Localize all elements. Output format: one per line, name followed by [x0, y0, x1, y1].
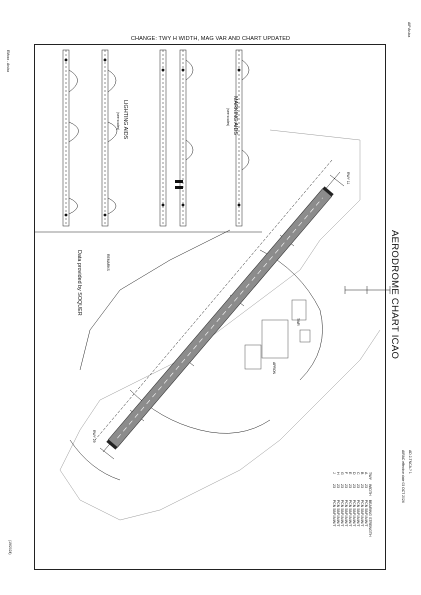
table-cell: PCN 58/F/A/W/T	[356, 499, 360, 527]
lighting-aids-sub: (see scales)	[116, 112, 120, 131]
twr-label: TWR	[296, 318, 300, 326]
table-cell: PCN 58/F/A/W/T	[352, 499, 356, 527]
table-cell: J	[332, 472, 336, 474]
table-cell: PCN 58/F/A/W/T	[340, 499, 344, 527]
chart-title: AERODROME CHART ICAO	[389, 230, 400, 360]
table-cell: PCN 58/F/A/W/T	[360, 499, 364, 527]
table-cell: B	[360, 472, 364, 475]
lighting-aids-title: LIGHTING AIDS	[122, 100, 128, 140]
table-cell: F	[344, 472, 348, 475]
apron-label: APRON	[272, 362, 276, 375]
table-header: TWY	[368, 472, 372, 480]
table-header: BEARING STRENGTH	[368, 499, 372, 537]
change-note: CHANGE: TWY H WIDTH, MAG VAR AND CHART U…	[130, 36, 291, 42]
marking-aids-title: MARKING AIDS	[232, 96, 238, 135]
table-cell: PCN 58/F/A/W/T	[344, 499, 348, 527]
table-cell: 23	[344, 483, 348, 488]
table-cell: 23	[332, 483, 336, 488]
table-cell: 23	[360, 483, 364, 488]
table-cell: G	[340, 472, 344, 475]
table-cell: E	[348, 472, 352, 475]
table-cell: PCN 58/F/A/W/T	[332, 499, 336, 527]
table-cell: H	[336, 472, 340, 475]
table-cell: 23	[348, 483, 352, 488]
table-cell: 23	[336, 483, 340, 488]
table-cell: 23	[340, 483, 344, 488]
table-cell: PCN 58/F/A/W/T	[348, 499, 352, 527]
table-cell: 23	[352, 483, 356, 488]
marking-aids-sub: (see scales)	[226, 108, 230, 127]
rwy-29-label: RWY 29	[92, 430, 96, 443]
remarks-label: REMARKS	[106, 254, 110, 271]
table-header-row: TWY WIDTH BEARING STRENGTH	[368, 470, 372, 539]
table-cell: C	[356, 472, 360, 475]
rwy-11-label: RWY 11	[346, 172, 350, 185]
data-credit: Data provided by SOQUER	[76, 250, 82, 316]
table-cell: PCN 58/F/A/W/T	[336, 499, 340, 527]
chart-frame	[34, 44, 386, 570]
table-cell: D	[352, 472, 356, 475]
table-cell: 23	[356, 483, 360, 488]
table-header: WIDTH	[368, 483, 372, 496]
